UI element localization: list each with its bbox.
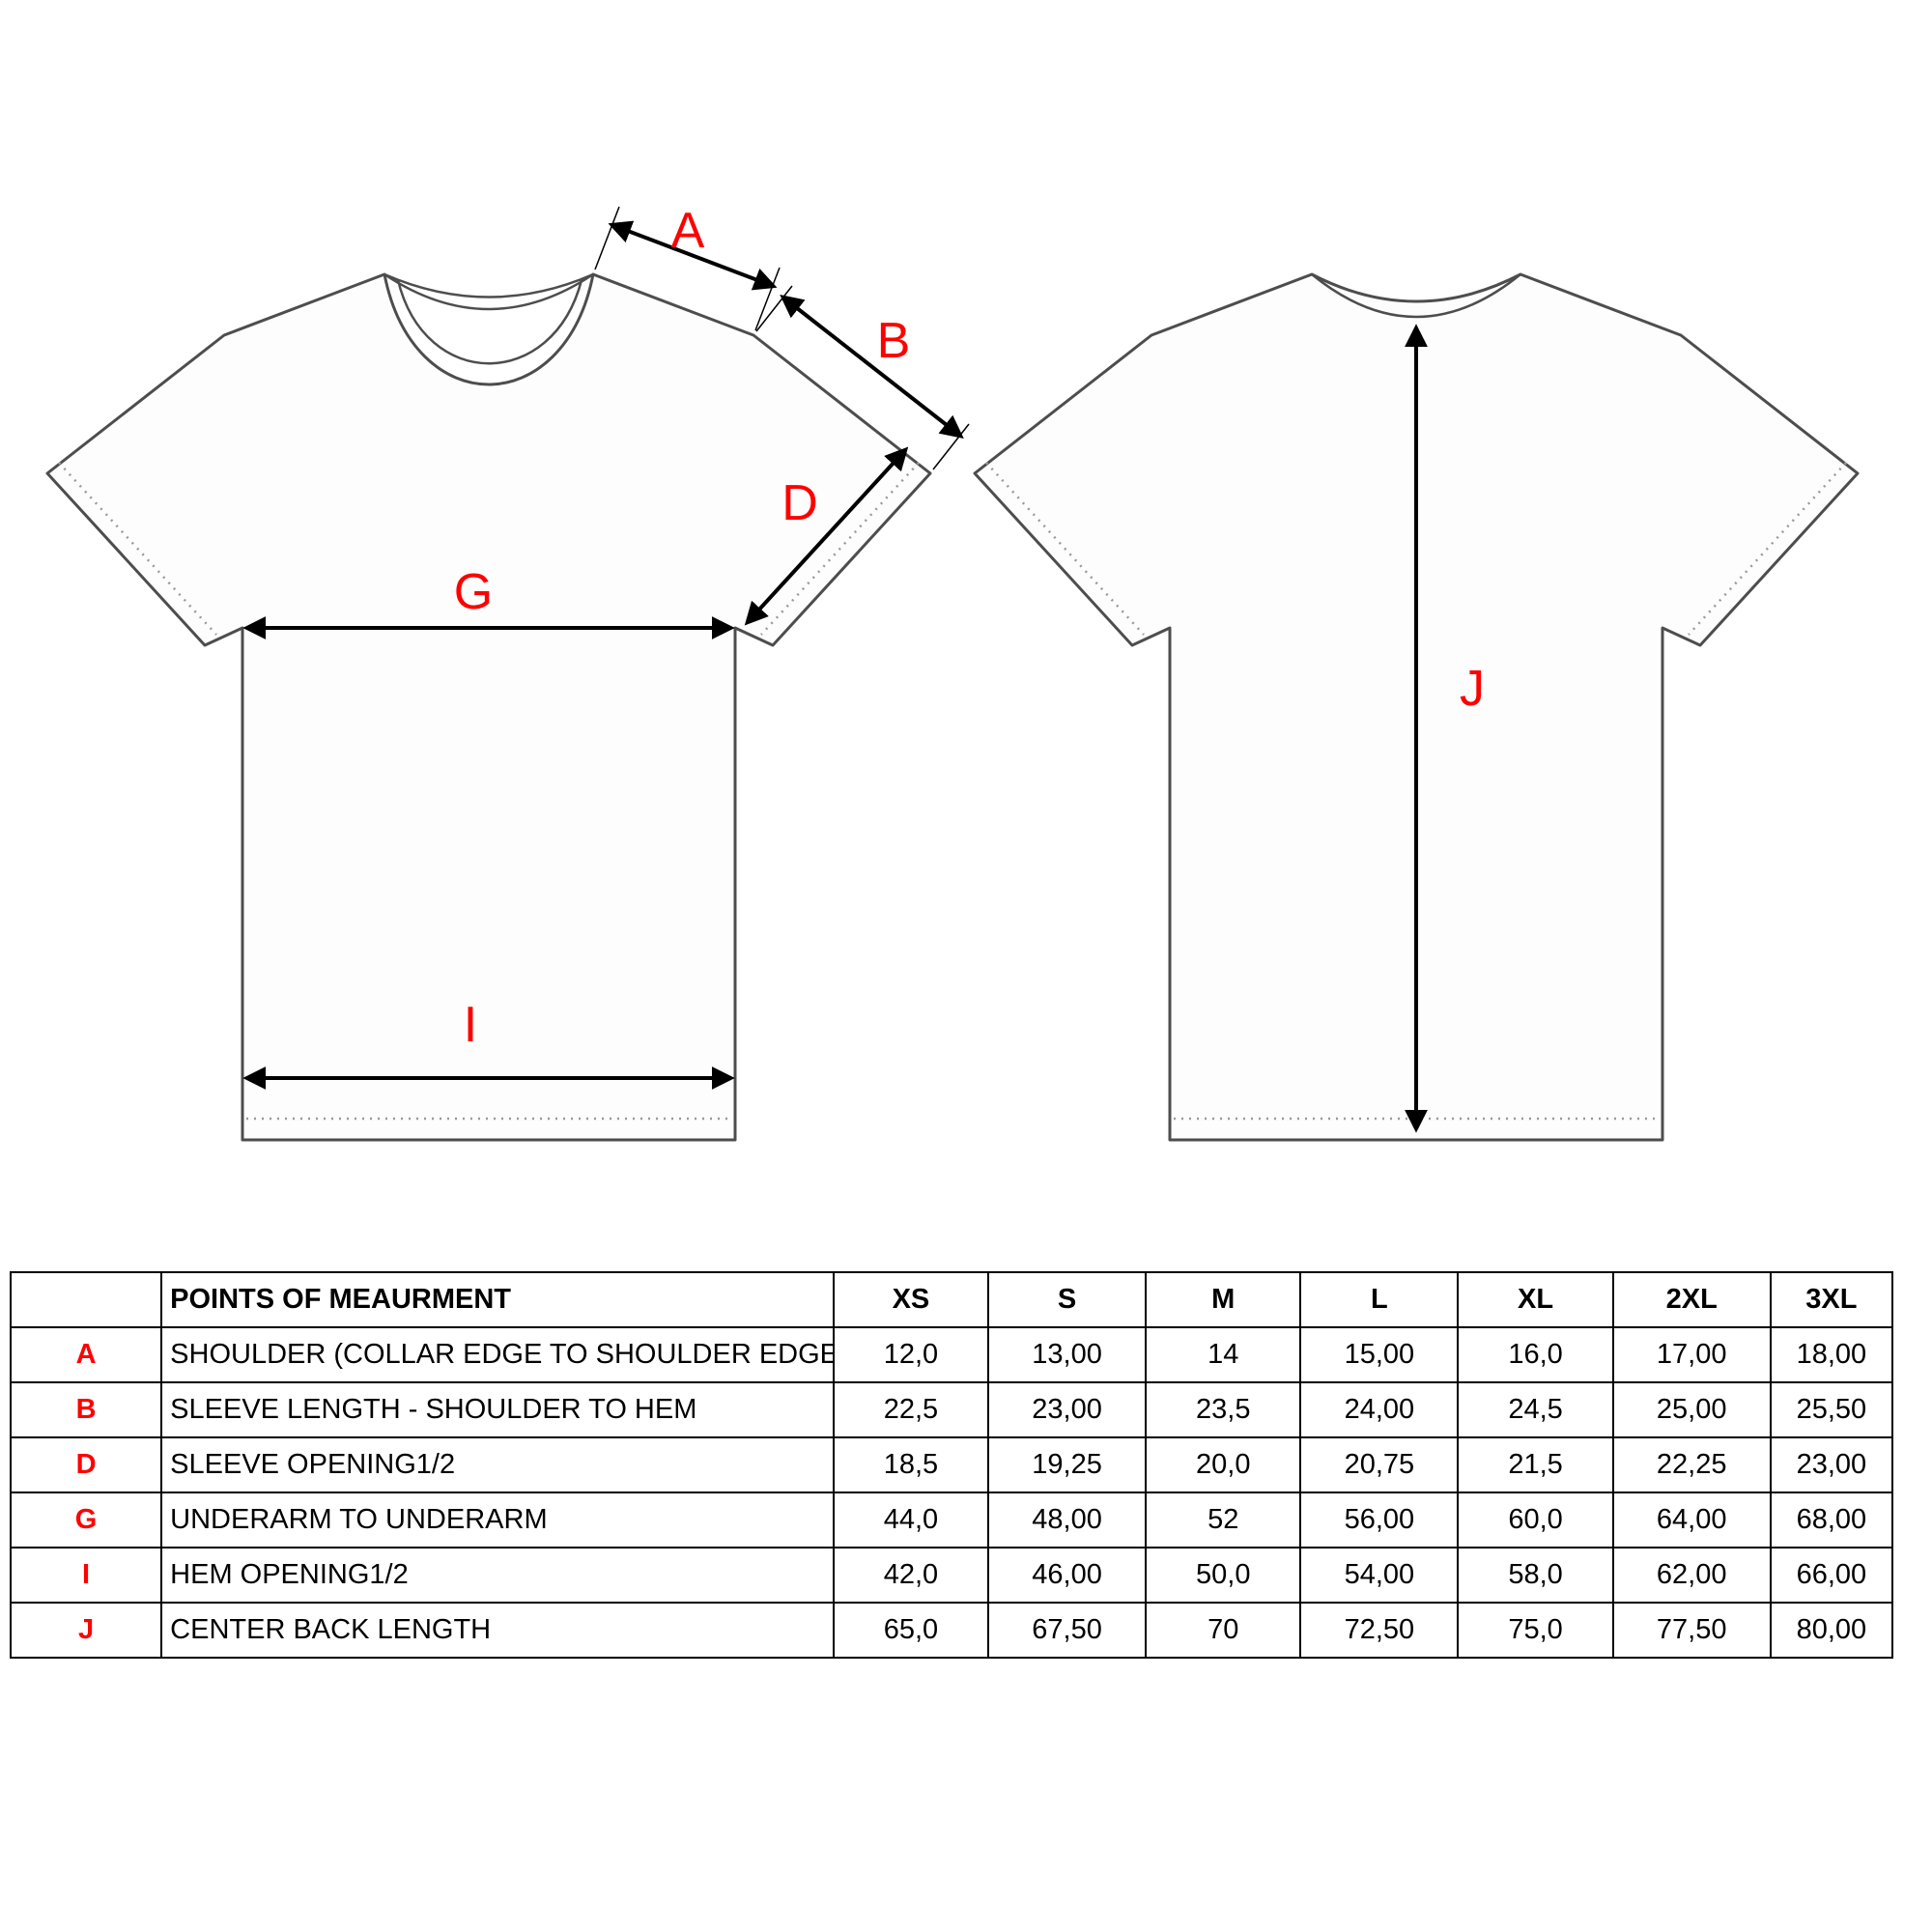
size-value: 24,00 — [1299, 1381, 1460, 1438]
table-row-i: I HEM OPENING1/2 42,0 46,00 50,0 54,00 5… — [9, 1547, 1894, 1604]
measure-description: SLEEVE OPENING1/2 — [160, 1436, 835, 1493]
table-row-g: G UNDERARM TO UNDERARM 44,0 48,00 52 56,… — [9, 1492, 1894, 1548]
size-value: 50,0 — [1145, 1547, 1302, 1604]
size-value: 18,5 — [832, 1436, 990, 1493]
size-value: 77,50 — [1611, 1602, 1772, 1659]
size-value: 17,00 — [1611, 1326, 1772, 1383]
col-header-3xl: 3XL — [1769, 1271, 1894, 1328]
size-value: 64,00 — [1611, 1492, 1772, 1548]
tshirt-front-view — [45, 272, 932, 1142]
size-value: 70 — [1145, 1602, 1302, 1659]
col-header-s: S — [987, 1271, 1148, 1328]
size-value: 48,00 — [987, 1492, 1148, 1548]
size-value: 66,00 — [1769, 1547, 1894, 1604]
back-collar-band — [1311, 273, 1521, 319]
size-chart-section: POINTS OF MEAURMENT XS S M L XL 2XL 3XL … — [9, 1271, 1894, 1659]
size-value: 80,00 — [1769, 1602, 1894, 1659]
col-header-2xl: 2XL — [1611, 1271, 1772, 1328]
size-value: 52 — [1145, 1492, 1302, 1548]
left-cuff-stitch — [58, 462, 217, 636]
right-cuff-stitch-back — [1688, 462, 1847, 636]
header-row: POINTS OF MEAURMENT XS S M L XL 2XL 3XL — [9, 1271, 1894, 1328]
size-value: 20,0 — [1145, 1436, 1302, 1493]
size-value: 42,0 — [832, 1547, 990, 1604]
size-value: 23,00 — [987, 1381, 1148, 1438]
label-g: G — [454, 564, 493, 620]
col-header-xs: XS — [832, 1271, 990, 1328]
size-value: 23,00 — [1769, 1436, 1894, 1493]
measure-letter: A — [9, 1326, 163, 1383]
table-row-j: J CENTER BACK LENGTH 65,0 67,50 70 72,50… — [9, 1602, 1894, 1659]
measure-letter: B — [9, 1381, 163, 1438]
measure-description: CENTER BACK LENGTH — [160, 1602, 835, 1659]
ext-collar-edge — [594, 206, 620, 270]
size-value: 18,00 — [1769, 1326, 1894, 1383]
size-value: 68,00 — [1769, 1492, 1894, 1548]
ext-shoulder-up — [754, 267, 781, 331]
label-b: B — [877, 313, 911, 369]
size-value: 22,5 — [832, 1381, 990, 1438]
size-value: 75,0 — [1457, 1602, 1614, 1659]
size-value: 25,00 — [1611, 1381, 1772, 1438]
measure-description: HEM OPENING1/2 — [160, 1547, 835, 1604]
back-neck-seam — [384, 272, 594, 298]
size-value: 56,00 — [1299, 1492, 1460, 1548]
size-value: 65,0 — [832, 1602, 990, 1659]
label-a: A — [671, 203, 705, 259]
tshirt-front-outline — [45, 272, 932, 1142]
size-value: 21,5 — [1457, 1436, 1614, 1493]
left-cuff-stitch-back — [985, 462, 1145, 636]
size-value: 67,50 — [987, 1602, 1148, 1659]
measure-description: SHOULDER (COLLAR EDGE TO SHOULDER EDGE) — [160, 1326, 835, 1383]
table-row-a: A SHOULDER (COLLAR EDGE TO SHOULDER EDGE… — [9, 1326, 1894, 1383]
size-value: 62,00 — [1611, 1547, 1772, 1604]
size-value: 54,00 — [1299, 1547, 1460, 1604]
size-value: 72,50 — [1299, 1602, 1460, 1659]
measure-letter: G — [9, 1492, 163, 1548]
measurement-diagram: A B D G I J — [45, 203, 1860, 1142]
size-value: 12,0 — [832, 1326, 990, 1383]
size-value: 13,00 — [987, 1326, 1148, 1383]
measure-letter: D — [9, 1436, 163, 1493]
arrow-a-shoulder — [608, 220, 778, 291]
size-value: 46,00 — [987, 1547, 1148, 1604]
measure-description: UNDERARM TO UNDERARM — [160, 1492, 835, 1548]
header-letter-cell — [9, 1271, 163, 1328]
label-d: D — [781, 475, 818, 531]
size-value: 16,0 — [1457, 1326, 1614, 1383]
arrow-b-sleeve-length — [780, 295, 964, 439]
arrow-d-sleeve-opening — [744, 446, 909, 626]
header-points-of-measurement: POINTS OF MEAURMENT — [160, 1271, 835, 1328]
size-chart-table: POINTS OF MEAURMENT XS S M L XL 2XL 3XL … — [9, 1271, 1894, 1659]
table-row-d: D SLEEVE OPENING1/2 18,5 19,25 20,0 20,7… — [9, 1436, 1894, 1493]
label-i: I — [464, 997, 477, 1053]
measure-letter: J — [9, 1602, 163, 1659]
measure-description: SLEEVE LENGTH - SHOULDER TO HEM — [160, 1381, 835, 1438]
measure-letter: I — [9, 1547, 163, 1604]
size-value: 24,5 — [1457, 1381, 1614, 1438]
col-header-m: M — [1145, 1271, 1302, 1328]
measurement-arrows — [242, 220, 1428, 1133]
ext-shoulder-out — [755, 285, 793, 332]
measurement-labels: A B D G I J — [454, 203, 1485, 1053]
size-value: 20,75 — [1299, 1436, 1460, 1493]
collar-band-inner — [396, 279, 583, 365]
size-value: 58,0 — [1457, 1547, 1614, 1604]
size-value: 19,25 — [987, 1436, 1148, 1493]
size-value: 60,0 — [1457, 1492, 1614, 1548]
size-value: 14 — [1145, 1326, 1302, 1383]
table-row-b: B SLEEVE LENGTH - SHOULDER TO HEM 22,5 2… — [9, 1381, 1894, 1438]
col-header-xl: XL — [1457, 1271, 1614, 1328]
col-header-l: L — [1299, 1271, 1460, 1328]
size-value: 22,25 — [1611, 1436, 1772, 1493]
back-neck-band — [384, 272, 594, 311]
size-value: 23,5 — [1145, 1381, 1302, 1438]
size-value: 15,00 — [1299, 1326, 1460, 1383]
label-j: J — [1460, 661, 1485, 717]
size-value: 44,0 — [832, 1492, 990, 1548]
size-value: 25,50 — [1769, 1381, 1894, 1438]
